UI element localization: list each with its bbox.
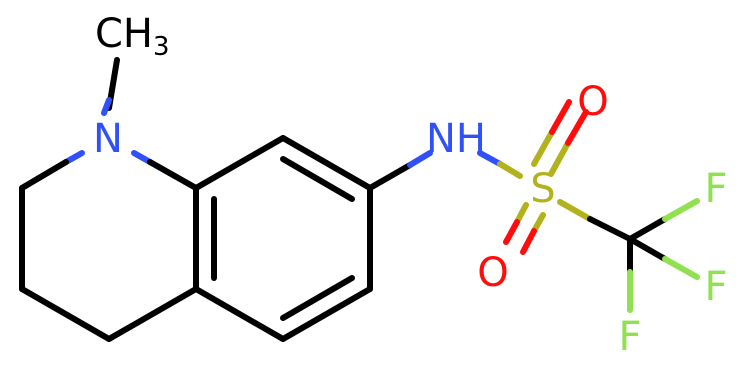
bond-nh-s-yellow xyxy=(497,161,523,179)
atom-labels: CH3 N NH S O O F F F xyxy=(93,11,727,360)
bond-c5-c4a xyxy=(193,286,286,342)
bond-c7-nh-blue xyxy=(407,150,433,168)
oxygen-top-label: O xyxy=(577,79,608,125)
fluorine-right-label: F xyxy=(704,264,727,310)
bond-s-o-top-2a xyxy=(548,140,571,177)
bond-c6-c5-inner xyxy=(280,275,355,321)
bond-n-c2 xyxy=(19,159,69,191)
bond-c8a-c8 xyxy=(193,135,286,191)
fluorine-top-label: F xyxy=(704,166,727,212)
bond-s-o-top-1a xyxy=(531,129,555,167)
bond-c-f-right-green xyxy=(662,256,700,280)
bond-c8-c7 xyxy=(280,135,373,191)
sulfur-label: S xyxy=(530,166,555,212)
bond-s-o-bottom-2a xyxy=(531,212,546,234)
amide-nh-label: NH xyxy=(426,116,486,162)
bond-c4-c4a xyxy=(106,286,199,342)
bond-nh-s-blue xyxy=(477,150,503,167)
bond-s-o-top-2b xyxy=(565,109,589,146)
ring-nitrogen-label: N xyxy=(93,116,123,162)
oxygen-bottom-label: O xyxy=(477,250,508,296)
bond-c7-nh xyxy=(367,162,413,191)
bond-c3-c4 xyxy=(19,286,112,342)
bond-c-f-top-green xyxy=(662,198,700,222)
methyl-label: CH3 xyxy=(95,11,170,62)
bond-s-o-bottom-2b xyxy=(520,228,537,255)
bond-n-c2-blue xyxy=(63,150,85,165)
fluorine-bottom-label: F xyxy=(618,314,641,360)
bond-s-c xyxy=(587,216,633,242)
bond-n-c8a-blue xyxy=(131,150,153,165)
bond-s-o-top-1b xyxy=(549,99,572,135)
bond-c-f-right xyxy=(627,236,668,262)
bond-n-c8a xyxy=(147,159,199,191)
bond-s-o-bottom-1a xyxy=(514,202,529,225)
bonds xyxy=(19,57,700,342)
bond-s-o-bottom-1b xyxy=(503,219,520,245)
bond-c-f-top xyxy=(627,216,668,242)
bond-c8-c7-inner xyxy=(280,156,355,202)
bond-s-c-yellow xyxy=(557,199,593,222)
bond-c6-c5 xyxy=(280,286,373,342)
bond-methyl-n-blue xyxy=(101,97,112,116)
